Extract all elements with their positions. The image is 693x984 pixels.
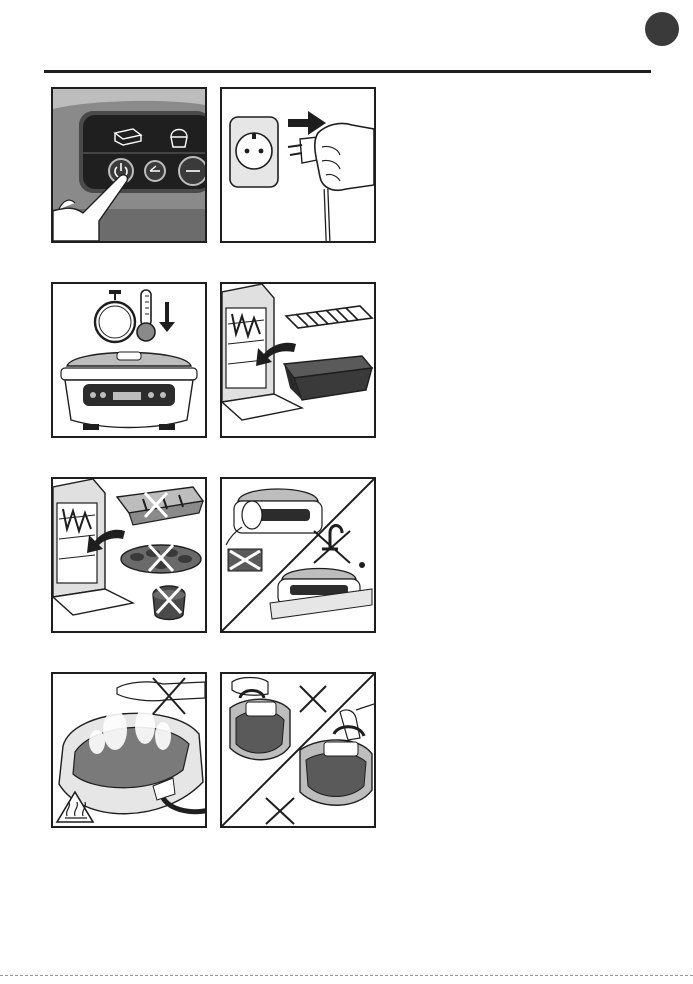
- hot-steam-illustration: [53, 674, 205, 826]
- fig-power-button: [51, 87, 207, 243]
- fig-cool-down: [51, 282, 207, 438]
- wall-socket-icon: [230, 117, 278, 187]
- carry-handle-illustration: [222, 674, 374, 826]
- control-panel-illustration: [53, 89, 205, 241]
- cleaning-warnings-illustration: [222, 479, 374, 631]
- moulds-dishwasher-illustration: [53, 479, 205, 631]
- cup-mould-icon: [153, 586, 185, 620]
- hand-icon: [315, 123, 374, 190]
- cross-icon: [300, 686, 326, 712]
- appliance-icon: [59, 713, 205, 813]
- scouring-pad-icon: [228, 549, 262, 571]
- header-rule: [44, 70, 651, 73]
- fig-no-dishwasher-moulds: [51, 477, 207, 633]
- fig-hot-steam: [51, 672, 207, 828]
- cool-down-illustration: [53, 284, 205, 436]
- thermometer-icon: [137, 290, 155, 341]
- appliance-icon: [270, 569, 372, 620]
- page-trim-line: [0, 975, 693, 976]
- hand-icon: [232, 678, 268, 696]
- hand-icon: [340, 704, 374, 740]
- cross-icon: [314, 531, 350, 563]
- arrow-down-icon: [159, 302, 175, 332]
- page-marker-badge: [645, 12, 679, 46]
- rack-icon: [286, 306, 372, 328]
- dishwasher-accessories-illustration: [222, 284, 374, 436]
- hand-icon: [117, 682, 205, 701]
- fig-carry-handle: [220, 672, 376, 828]
- fig-dishwasher-accessories: [220, 282, 376, 438]
- fig-no-abrasive-no-water: [220, 477, 376, 633]
- tap-icon: [322, 526, 365, 569]
- timer-icon: [95, 290, 135, 342]
- appliance-icon: [61, 352, 197, 430]
- unplug-illustration: [222, 89, 374, 241]
- baking-dish-icon: [284, 356, 372, 400]
- sponge-icon: [226, 501, 262, 545]
- fig-unplug: [220, 87, 376, 243]
- cross-icon: [266, 798, 294, 824]
- appliance-icon: [230, 691, 290, 760]
- tray-icon: [117, 487, 203, 525]
